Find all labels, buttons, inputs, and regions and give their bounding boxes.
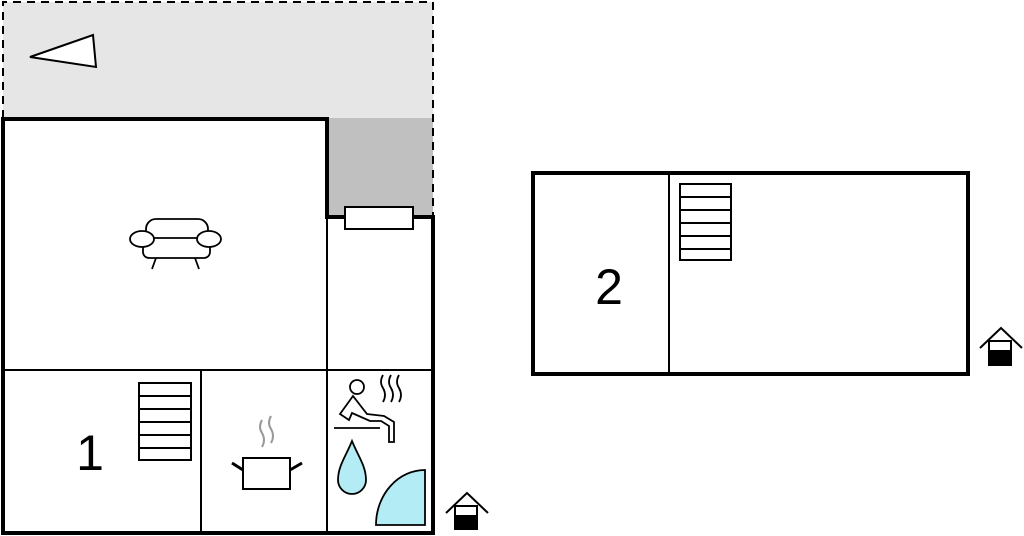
room-label-1: 1 bbox=[76, 425, 104, 481]
shower-icon bbox=[375, 469, 426, 526]
north-arrow-icon bbox=[29, 33, 98, 69]
room-label-2: 2 bbox=[595, 259, 623, 315]
sauna-icon bbox=[334, 374, 402, 443]
building-2 bbox=[531, 171, 970, 376]
sofa-icon bbox=[129, 218, 222, 270]
entrance-icon bbox=[445, 491, 489, 530]
entrance-icon bbox=[979, 326, 1023, 366]
cooking-pot-icon bbox=[231, 415, 303, 490]
building-1 bbox=[1, 117, 435, 535]
window bbox=[344, 206, 414, 230]
covered-area bbox=[329, 118, 433, 217]
water-drop-icon bbox=[337, 438, 367, 495]
stairs-icon bbox=[138, 382, 192, 461]
stairs-icon bbox=[679, 183, 732, 261]
